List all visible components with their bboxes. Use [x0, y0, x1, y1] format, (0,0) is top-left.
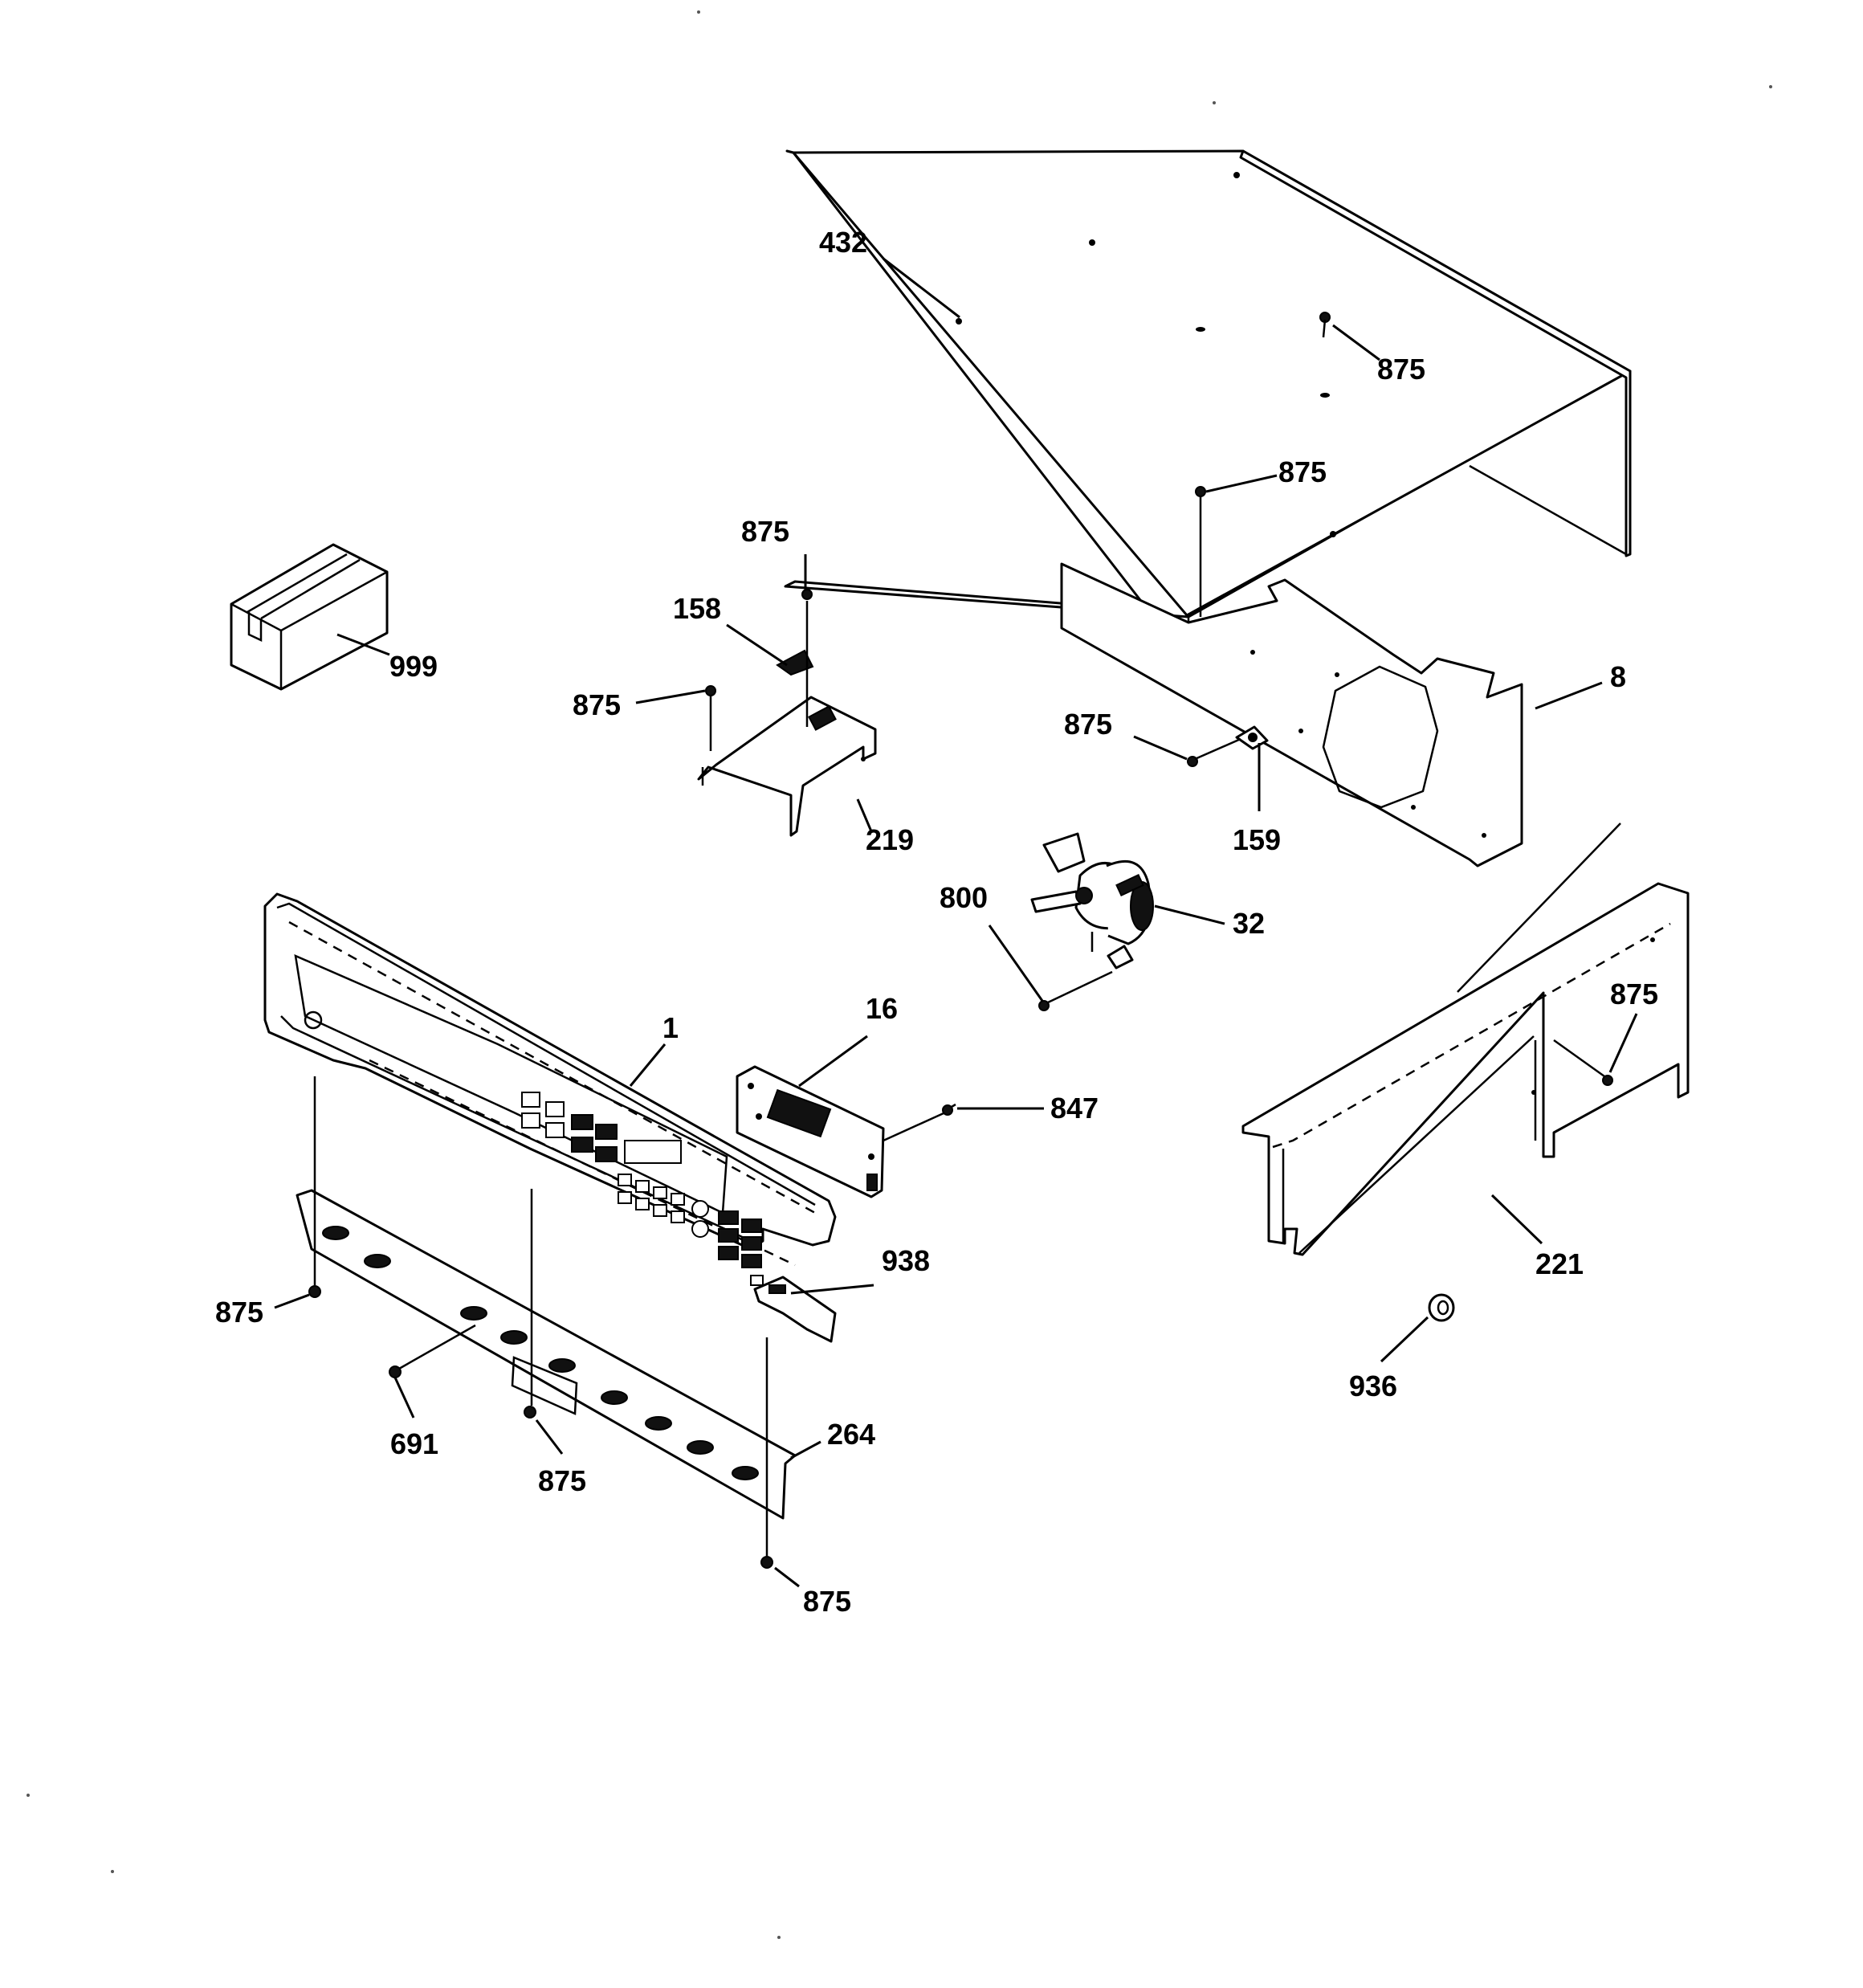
callout-432: 432 [819, 226, 867, 259]
part-936-grommet [1428, 1293, 1455, 1322]
callout-159: 159 [1233, 823, 1281, 856]
callout-875-bottom-mid: 875 [538, 1464, 586, 1497]
part-432-top-cover [784, 149, 1632, 643]
part-219-bracket [697, 649, 877, 837]
callout-691: 691 [390, 1427, 438, 1460]
part-8-fan-housing [1060, 562, 1523, 867]
callout-32: 32 [1233, 907, 1265, 940]
callout-221: 221 [1535, 1247, 1584, 1280]
part-32-fan-motor [1030, 832, 1154, 970]
callout-158: 158 [673, 592, 721, 625]
callout-800: 800 [940, 881, 988, 914]
callout-875-top1: 875 [1377, 353, 1425, 386]
part-938-clip [753, 1276, 837, 1343]
leader-lines [274, 257, 1638, 1588]
part-16-control-board [736, 1065, 885, 1198]
part-999-box [230, 543, 389, 691]
callout-999: 999 [389, 650, 438, 683]
callout-labels: 432 875 875 875 158 999 875 219 8 875 15… [215, 226, 1658, 1618]
part-221-side-panel [1241, 823, 1690, 1256]
screws [308, 312, 1613, 1569]
callout-16: 16 [866, 992, 898, 1025]
part-264-vent-strip [296, 1189, 797, 1520]
callout-875-bracket-left: 875 [573, 688, 621, 721]
callout-8: 8 [1610, 660, 1626, 693]
callout-938: 938 [882, 1244, 930, 1277]
callout-875-bracket-top: 875 [741, 515, 789, 548]
callout-847: 847 [1050, 1092, 1099, 1125]
callout-875-bottom-left: 875 [215, 1296, 263, 1329]
callout-936: 936 [1349, 1370, 1397, 1402]
callout-219: 219 [866, 823, 914, 856]
callout-875-right: 875 [1610, 978, 1658, 1010]
part-1-control-panel [263, 892, 837, 1286]
callout-875-bottom: 875 [803, 1585, 851, 1618]
scan-specks [26, 10, 1772, 1939]
callout-1: 1 [662, 1011, 679, 1044]
callout-264: 264 [827, 1418, 875, 1451]
callout-875-fan-left: 875 [1064, 708, 1112, 741]
callout-875-top2: 875 [1278, 455, 1327, 488]
